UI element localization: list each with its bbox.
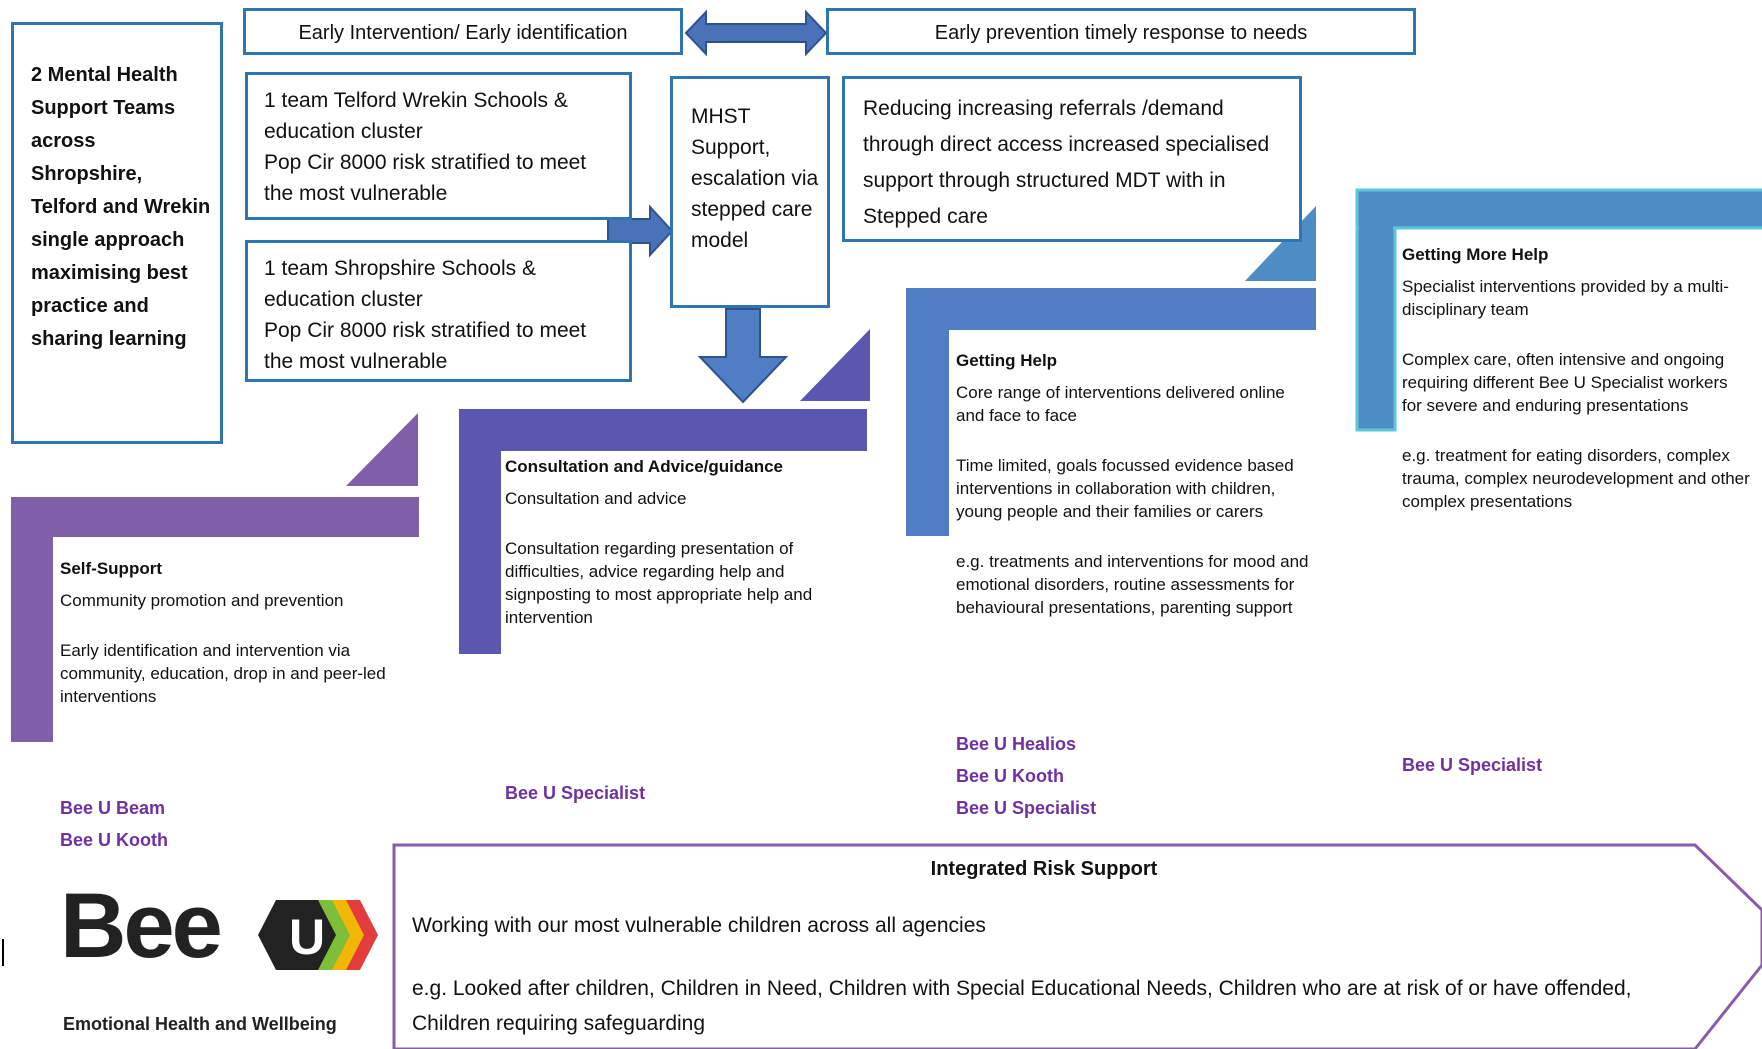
- step-getting-more-help: Getting More Help Specialist interventio…: [1402, 243, 1752, 513]
- service-label: Bee U Kooth: [60, 830, 168, 850]
- services-getting-help: Bee U Healios Bee U Kooth Bee U Speciali…: [956, 728, 1096, 824]
- services-self-support: Bee U Beam Bee U Kooth: [60, 792, 168, 856]
- double-arrow: [684, 9, 828, 57]
- step1-bar-vertical: [11, 497, 53, 742]
- step-line: Complex care, often intensive and ongoin…: [1402, 350, 1728, 415]
- left-box-text: 2 Mental Health Support Teams across Shr…: [31, 64, 211, 350]
- step-self-support: Self-Support Community promotion and pre…: [60, 557, 420, 708]
- service-label: Bee U Beam: [60, 798, 166, 818]
- top-right-bar-text: Early prevention timely response to need…: [934, 22, 1308, 44]
- step-line: Time limited, goals focussed evidence ba…: [956, 456, 1294, 521]
- reducing-text: Reducing increasing referrals /demand th…: [863, 97, 1270, 228]
- service-label: Bee U Healios: [956, 734, 1077, 754]
- logo-emblem-icon: [258, 900, 378, 970]
- top-left-bar-text: Early Intervention/ Early identification: [298, 22, 628, 44]
- step-line: Early identification and intervention vi…: [60, 641, 386, 706]
- service-label: Bee U Specialist: [1402, 755, 1543, 775]
- step-line: Community promotion and prevention: [60, 591, 344, 610]
- mhst-text: MHST Support, escalation via stepped car…: [691, 105, 819, 252]
- risk-box-outline: [392, 843, 1762, 1049]
- service-label: Bee U Kooth: [956, 766, 1064, 786]
- step-line: Consultation regarding presentation of d…: [505, 539, 813, 627]
- step-line: Core range of interventions delivered on…: [956, 383, 1285, 425]
- step-title: Self-Support: [60, 559, 162, 578]
- services-getting-more-help: Bee U Specialist: [1402, 749, 1542, 781]
- logo-letter: U: [288, 909, 326, 965]
- step-line: Specialist interventions provided by a m…: [1402, 277, 1729, 319]
- step-consultation: Consultation and Advice/guidance Consult…: [505, 455, 865, 629]
- team-telford-text: 1 team Telford Wrekin Schools & educatio…: [264, 89, 587, 205]
- step3-bar-horizontal: [906, 288, 1316, 330]
- team-telford-box: 1 team Telford Wrekin Schools & educatio…: [245, 72, 632, 220]
- left-box: 2 Mental Health Support Teams across Shr…: [11, 22, 223, 444]
- bee-u-logo: Bee U Emotional Health and Wellbeing: [60, 876, 390, 1045]
- logo-word: Bee: [60, 875, 223, 977]
- step2-bar-horizontal: [459, 409, 867, 451]
- team-shropshire-text: 1 team Shropshire Schools & education cl…: [264, 257, 587, 373]
- team-shropshire-box: 1 team Shropshire Schools & education cl…: [245, 240, 632, 382]
- step-line: e.g. treatments and interventions for mo…: [956, 552, 1309, 617]
- risk-line2: e.g. Looked after children, Children in …: [412, 977, 1632, 1035]
- step-title: Getting Help: [956, 351, 1058, 370]
- step-title: Getting More Help: [1402, 245, 1549, 264]
- step-title: Consultation and Advice/guidance: [505, 457, 784, 476]
- logo-tagline: Emotional Health and Wellbeing: [63, 1014, 337, 1034]
- service-label: Bee U Specialist: [505, 783, 646, 803]
- service-label: Bee U Specialist: [956, 798, 1097, 818]
- step1-bar-horizontal: [11, 497, 419, 537]
- step2-triangle: [800, 329, 870, 401]
- top-left-bar: Early Intervention/ Early identification: [243, 8, 683, 55]
- services-consultation: Bee U Specialist: [505, 777, 645, 809]
- step-line: e.g. treatment for eating disorders, com…: [1402, 446, 1750, 511]
- top-right-bar: Early prevention timely response to need…: [826, 8, 1416, 55]
- step-getting-help: Getting Help Core range of interventions…: [956, 349, 1316, 619]
- step1-triangle: [346, 413, 418, 486]
- risk-title: Integrated Risk Support: [930, 858, 1158, 880]
- reducing-box: Reducing increasing referrals /demand th…: [842, 76, 1302, 242]
- down-arrow: [697, 308, 789, 404]
- step-line: Consultation and advice: [505, 489, 687, 508]
- risk-line1: Working with our most vulnerable childre…: [412, 914, 986, 937]
- mhst-box: MHST Support, escalation via stepped car…: [670, 76, 830, 308]
